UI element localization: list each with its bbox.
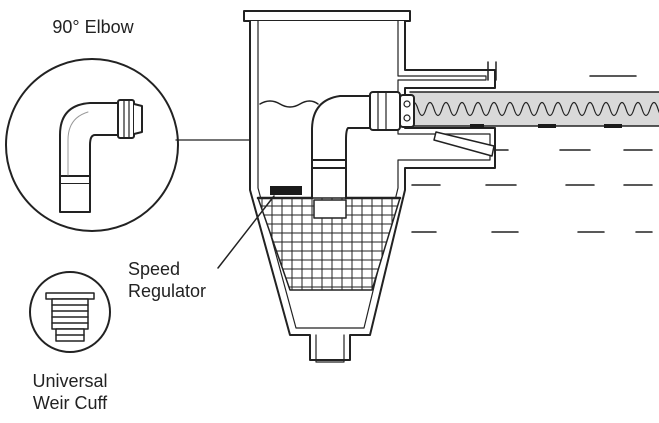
weir-cuff-detail-circle [29, 271, 111, 353]
skimmer-basket [256, 196, 402, 291]
elbow-detail-circle [5, 58, 179, 232]
speed-regulator-label: Speed Regulator [128, 258, 238, 302]
weir-door [433, 131, 495, 157]
hose-corrugation [409, 101, 659, 117]
speed-regulator [270, 186, 302, 195]
weir-cuff-detail [29, 271, 111, 353]
weir-cuff-icon [45, 292, 95, 342]
skimmer-water-surface [259, 100, 319, 108]
elbow-label: 90° Elbow [52, 17, 134, 37]
weir-cuff-label-line1: Universal [32, 371, 108, 391]
speed-regulator-leader [217, 195, 275, 269]
speed-regulator-label-line2: Regulator [128, 281, 207, 301]
hose-adapter [369, 91, 401, 131]
vacuum-hose [409, 91, 659, 128]
weir-cuff-label-line2: Weir Cuff [32, 393, 108, 413]
bottom-outlet [315, 334, 345, 363]
installed-elbow [311, 91, 415, 221]
skimmer-lid [243, 10, 411, 22]
speed-regulator-label-line1: Speed [128, 259, 181, 279]
elbow-icon [59, 102, 121, 181]
elbow-detail [5, 58, 179, 232]
weir-cuff-label: Universal Weir Cuff [10, 370, 130, 414]
elbow-collar [117, 99, 135, 139]
